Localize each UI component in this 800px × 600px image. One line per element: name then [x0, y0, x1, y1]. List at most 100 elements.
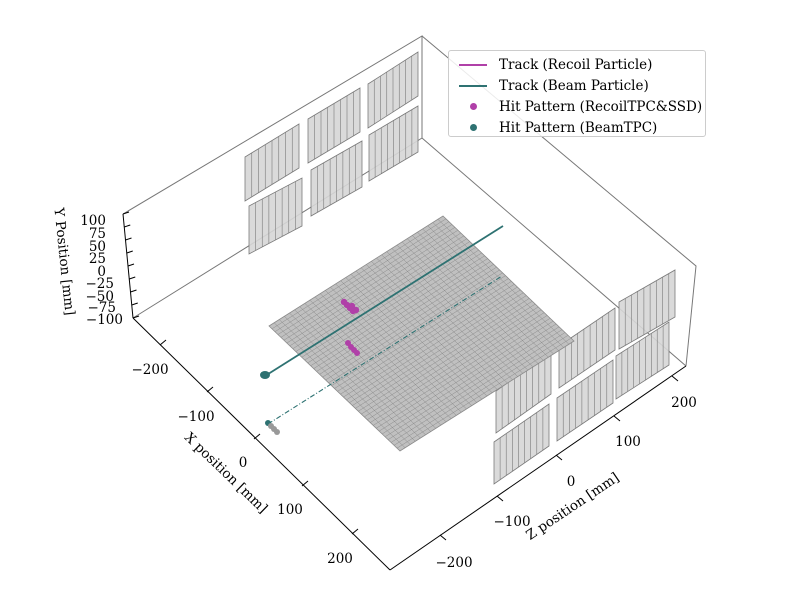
- grid-line: [337, 281, 512, 392]
- legend-item-recoil-track: Track (Recoil Particle): [457, 54, 697, 75]
- y-tick-mark: [122, 211, 130, 215]
- grid-line: [274, 221, 450, 332]
- x-tick-mark: [301, 480, 309, 487]
- grid-line: [358, 301, 533, 412]
- detector-grid: [268, 215, 575, 452]
- grid-line: [283, 229, 459, 341]
- grid-line: [334, 278, 509, 389]
- grid-line: [370, 312, 545, 423]
- recoil-hit-point: [348, 302, 356, 310]
- grid-line: [361, 303, 536, 415]
- legend-swatch-recoil-dot: [457, 96, 489, 117]
- grid-line: [325, 269, 500, 381]
- legend-swatch-beam-dot: [457, 117, 489, 138]
- y-tick-label: −100: [86, 312, 123, 328]
- recoil-hit-point: [354, 350, 360, 356]
- x-tick-label: 200: [327, 551, 353, 567]
- grid-line: [340, 283, 515, 395]
- grid-line: [352, 295, 527, 406]
- y-tick-mark: [125, 237, 132, 241]
- grid-line: [292, 238, 467, 349]
- grid-line: [367, 309, 542, 420]
- beam-track-projection: [267, 275, 503, 425]
- grid-line: [393, 335, 569, 446]
- grid-line: [390, 332, 566, 443]
- beam-track-line: [264, 225, 504, 377]
- grid-line: [379, 320, 554, 432]
- grid-line: [277, 224, 453, 335]
- z-tick-mark: [613, 415, 621, 422]
- y-tick-mark: [132, 315, 140, 319]
- y-tick-label: 25: [89, 251, 106, 267]
- grid-line: [376, 318, 551, 429]
- grid-line: [316, 261, 491, 372]
- legend-item-recoil-hits: Hit Pattern (RecoilTPC&SSD): [457, 96, 702, 117]
- grid-line: [304, 249, 479, 361]
- grid-line: [387, 329, 563, 440]
- x-tick-mark: [206, 386, 214, 393]
- y-tick-mark: [124, 224, 131, 228]
- y-tick-label: 50: [89, 239, 106, 255]
- x-tick-label: −200: [131, 362, 168, 378]
- beam-hit-point: [274, 429, 280, 435]
- z-tick-label: 100: [615, 434, 641, 450]
- grid-line: [286, 232, 461, 344]
- y-tick-mark: [129, 276, 136, 280]
- y-tick-label: −25: [86, 276, 115, 292]
- z-tick-label: 0: [567, 474, 576, 490]
- grid-line: [331, 275, 506, 386]
- legend-label: Track (Beam Particle): [499, 77, 649, 94]
- z-tick-label: 200: [671, 395, 697, 411]
- grid-line: [382, 323, 557, 435]
- y-tick-label: 0: [97, 264, 106, 280]
- x-tick-label: −100: [177, 409, 214, 425]
- grid-line: [343, 286, 518, 398]
- z-tick-label: −100: [493, 514, 530, 530]
- beam-hit-point: [260, 371, 270, 379]
- z-axis-line: [389, 365, 687, 571]
- grid-line: [295, 241, 470, 352]
- legend-label: Track (Recoil Particle): [499, 56, 653, 73]
- legend-label: Hit Pattern (BeamTPC): [499, 119, 658, 136]
- x-axis-label: X position [mm]: [181, 430, 270, 517]
- grid-line: [271, 218, 447, 330]
- x-axis-line: [132, 317, 391, 571]
- legend-item-beam-hits: Hit Pattern (BeamTPC): [457, 117, 697, 138]
- y-tick-label: 100: [80, 213, 106, 229]
- z-tick-mark: [555, 454, 563, 461]
- grid-line: [346, 289, 521, 401]
- y-tick-label: −50: [86, 289, 115, 305]
- grid-line: [396, 337, 572, 449]
- x-tick-label: 100: [277, 502, 303, 518]
- grid-line: [289, 235, 464, 347]
- legend-label: Hit Pattern (RecoilTPC&SSD): [499, 98, 703, 115]
- legend-swatch-beam-line: [457, 75, 489, 96]
- grid-line: [301, 247, 476, 358]
- legend-item-beam-track: Track (Beam Particle): [457, 75, 697, 96]
- z-tick-mark: [496, 495, 504, 502]
- z-tick-label: −200: [435, 555, 472, 571]
- detector-panels: [244, 51, 676, 485]
- grid-line: [364, 306, 539, 418]
- grid-line: [313, 258, 488, 369]
- hits-layer: [260, 298, 360, 435]
- y-tick-mark: [130, 289, 137, 293]
- y-tick-label: 75: [89, 226, 106, 242]
- z-tick-mark: [439, 534, 447, 541]
- grid-line: [322, 266, 497, 378]
- y-tick-mark: [127, 263, 135, 267]
- y-axis-label: Y Position [mm]: [50, 206, 77, 316]
- z-ticks: −200 −100 0 100 200: [435, 395, 696, 571]
- recoil-hit-point: [352, 306, 360, 314]
- y-tick-mark: [131, 302, 138, 306]
- y-tick-label: −75: [88, 300, 117, 316]
- x-tick-label: 0: [239, 455, 248, 471]
- grid-line: [328, 272, 503, 384]
- x-tick-mark: [159, 339, 167, 346]
- z-tick-mark: [671, 375, 679, 382]
- grid-line: [319, 264, 494, 375]
- legend: Track (Recoil Particle) Track (Beam Part…: [448, 50, 706, 137]
- grid-line: [280, 227, 456, 338]
- y-tick-mark: [126, 250, 133, 254]
- grid-line: [373, 315, 548, 426]
